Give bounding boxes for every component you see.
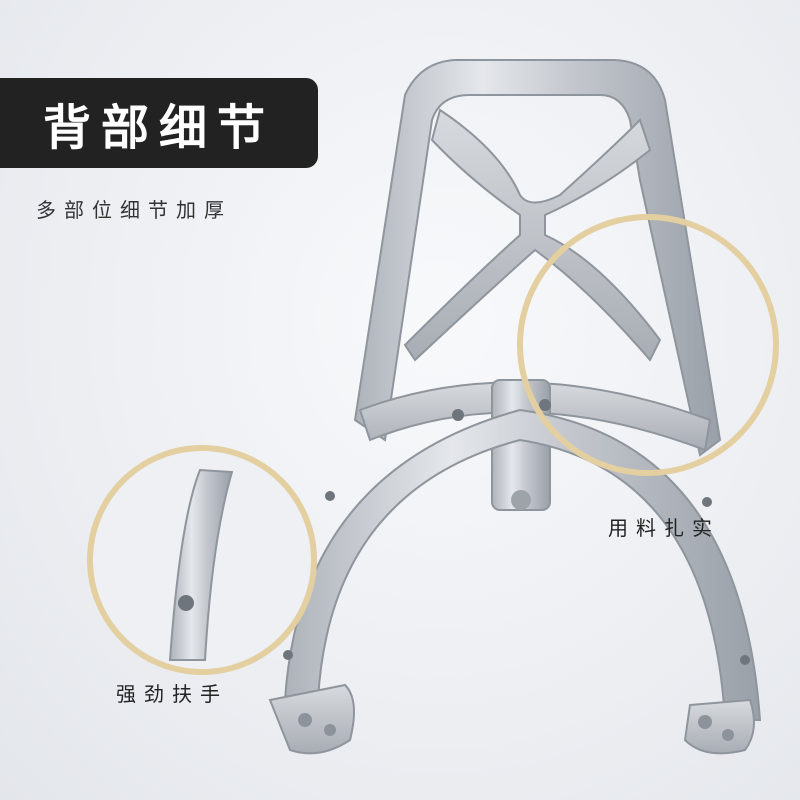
callout-label-left: 强劲扶手	[116, 682, 228, 706]
zoom-detail-left	[87, 445, 317, 675]
callout-label-right: 用料扎实	[608, 516, 720, 540]
subtitle: 多部位细节加厚	[36, 198, 232, 222]
page-title: 背部细节	[42, 100, 275, 156]
title-banner: 背部细节	[0, 78, 318, 168]
u-handrail	[268, 399, 762, 755]
highlight-ring-right	[517, 214, 779, 476]
backrest-frame	[353, 59, 722, 457]
